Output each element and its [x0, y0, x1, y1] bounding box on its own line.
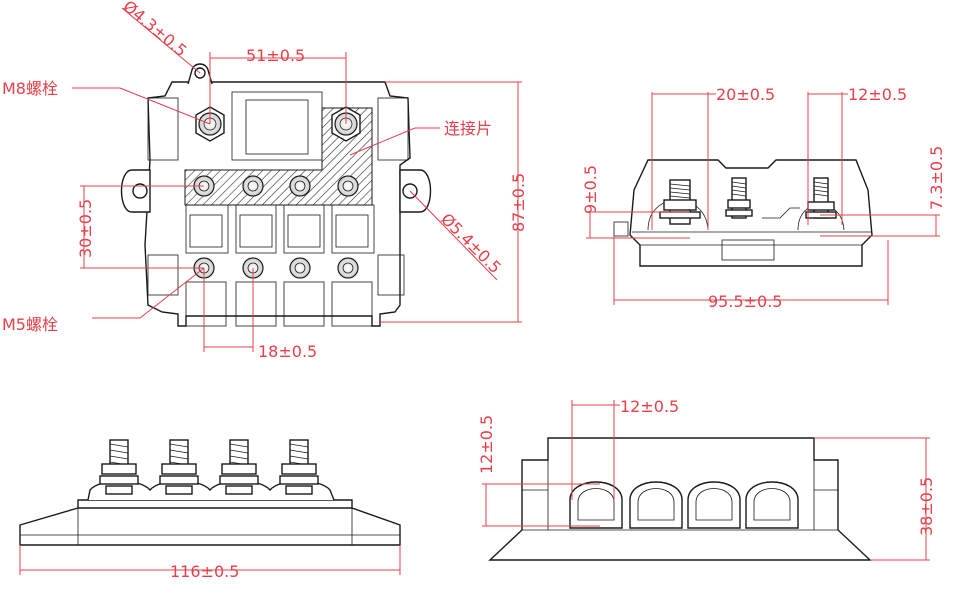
link-plate [184, 107, 373, 206]
end-slot-height-label: 12±0.5 [477, 415, 496, 474]
hole-large-label: Ø5.4±0.5 [437, 209, 505, 277]
height-87-label: 87±0.5 [509, 173, 528, 232]
top-view-ear-top [187, 63, 213, 85]
hole-small-label: Ø4.3±0.5 [119, 0, 190, 60]
side-stud-left [659, 179, 701, 225]
mount-hole-right [402, 183, 418, 199]
front-view-base [19, 499, 401, 546]
fuse-bays [185, 204, 375, 254]
side-view: 20±0.5 12±0.5 9±0.5 7.3±0.5 95.5±0.5 [581, 85, 946, 311]
front-studs [99, 439, 319, 495]
end-slot-width-label: 12±0.5 [620, 397, 679, 416]
top-view-right-wall [377, 97, 409, 161]
side-9-label: 9±0.5 [581, 165, 600, 214]
mount-hole-left [132, 183, 148, 199]
top-view: Ø4.3±0.5 51±0.5 M8螺栓 连接片 87±0.5 30±0.5 [2, 0, 528, 361]
top-view-left-wall [147, 97, 179, 161]
mount-hole-small [194, 67, 206, 79]
side-stud-right [805, 177, 837, 219]
row-spacing-label: 30±0.5 [76, 199, 95, 258]
side-20-label: 20±0.5 [716, 85, 775, 104]
end-view: 12±0.5 12±0.5 38±0.5 [477, 397, 936, 561]
link-plate-label: 连接片 [444, 119, 492, 138]
side-stud-mid [725, 177, 753, 219]
end-view-dimensions: 12±0.5 12±0.5 38±0.5 [477, 397, 936, 561]
front-view: 116±0.5 [19, 439, 401, 581]
end-height-label: 38±0.5 [917, 477, 936, 536]
m5-bolt-row-lower [193, 257, 359, 279]
width-51-label: 51±0.5 [246, 46, 305, 65]
top-view-ear-left [120, 169, 151, 213]
front-view-dimensions: 116±0.5 [19, 545, 401, 581]
side-7-3-label: 7.3±0.5 [927, 146, 946, 210]
top-view-ear-right [399, 169, 432, 213]
pitch-18-label: 18±0.5 [258, 342, 317, 361]
m5-bolt-label: M5螺栓 [2, 315, 58, 334]
end-view-slots [569, 481, 799, 529]
m8-bolt-label: M8螺栓 [2, 79, 58, 98]
top-view-fuse-slot [231, 91, 323, 161]
cable-bays [147, 254, 405, 327]
top-view-fuse-inner [245, 99, 309, 155]
top-view-housing [144, 81, 411, 327]
side-width-label: 95.5±0.5 [708, 292, 782, 311]
side-12-label: 12±0.5 [848, 85, 907, 104]
side-view-dimensions: 20±0.5 12±0.5 9±0.5 7.3±0.5 95.5±0.5 [581, 85, 946, 311]
front-width-label: 116±0.5 [170, 562, 239, 581]
